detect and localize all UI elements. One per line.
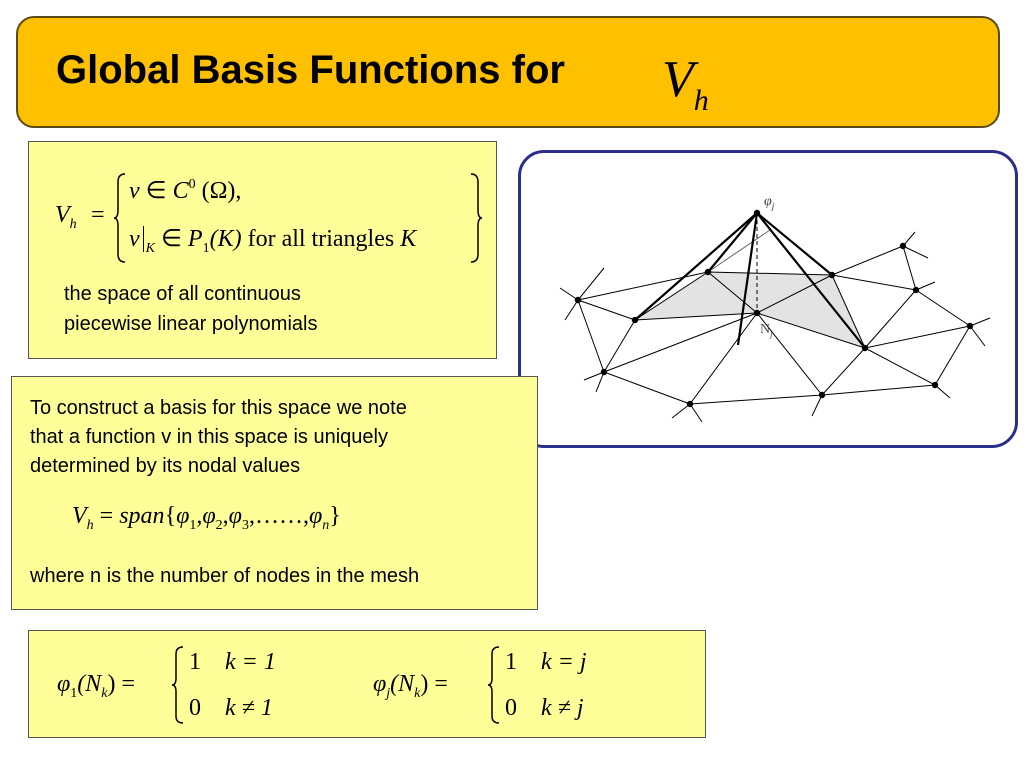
mesh-figure-panel: φj Nj	[518, 150, 1018, 448]
basis-footer: where n is the number of nodes in the me…	[30, 565, 420, 587]
mesh-edges	[559, 229, 991, 423]
vh-lhs: Vh	[55, 202, 77, 232]
right-case2-value: 0	[505, 695, 517, 721]
right-case1-value: 1	[505, 649, 517, 675]
left-case1-condition: k = 1	[225, 649, 276, 675]
description-line1: the space of all continuous	[64, 283, 301, 305]
basis-line2: that a function v in this space is uniqu…	[30, 426, 388, 448]
left-brace-icon	[113, 173, 126, 263]
triangle-mesh-figure: φj Nj	[559, 194, 991, 423]
left-delta-lhs: φ1(Nk) =	[57, 671, 136, 701]
equals-sign: =	[91, 202, 105, 228]
left-case2-value: 0	[189, 695, 201, 721]
title-math-symbol: Vh	[662, 51, 709, 118]
left-case1-value: 1	[189, 649, 201, 675]
peak-label: φj	[764, 194, 775, 211]
title-bar: Global Basis Functions for Vh	[16, 16, 1000, 128]
description-line2: piecewise linear polynomials	[64, 313, 318, 335]
right-cases-brace-icon	[487, 646, 500, 724]
kronecker-delta-box: φ1(Nk) = 1 k = 1 0 k ≠ 1 φj(Nk) = 1 k = …	[28, 630, 706, 738]
right-delta-lhs: φj(Nk) =	[373, 671, 448, 701]
right-case1-condition: k = j	[541, 649, 587, 675]
basis-line1: To construct a basis for this space we n…	[30, 397, 407, 419]
node-label: Nj	[760, 322, 773, 339]
right-brace-icon	[470, 173, 483, 263]
left-cases-brace-icon	[171, 646, 184, 724]
basis-line3: determined by its nodal values	[30, 455, 301, 477]
span-equation: Vh = span{φ1,φ2,φ3,……,φn}	[72, 503, 341, 533]
basis-box: To construct a basis for this space we n…	[11, 376, 538, 610]
definition-row1: v ∈ C0 (Ω),	[129, 177, 242, 204]
pyramid-edges	[634, 212, 866, 349]
page-title: Global Basis Functions for	[56, 48, 565, 92]
right-case2-condition: k ≠ j	[541, 695, 584, 721]
mesh-nodes	[574, 209, 974, 408]
left-case2-condition: k ≠ 1	[225, 695, 273, 721]
